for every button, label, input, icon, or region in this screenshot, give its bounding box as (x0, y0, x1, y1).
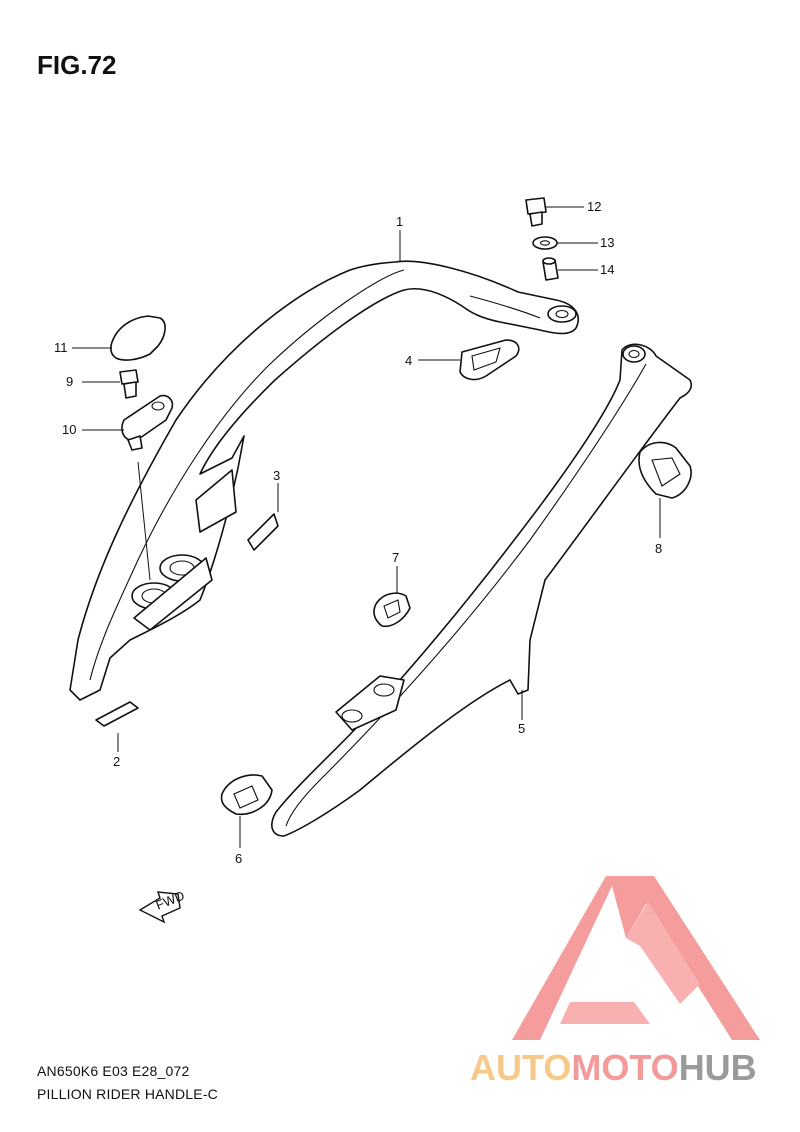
callout-numbers: 1 2 3 4 5 6 7 8 9 10 11 12 13 14 (54, 199, 662, 866)
callout-14: 14 (600, 262, 614, 277)
callout-1: 1 (396, 214, 403, 229)
pillion-handle-right (271, 343, 693, 837)
callout-5: 5 (518, 721, 525, 736)
cushion-part-4 (459, 339, 520, 381)
diagram-caption: PILLION RIDER HANDLE-C (37, 1086, 218, 1102)
cushion-part-7 (373, 592, 411, 628)
collar-part-14 (542, 257, 559, 281)
callout-11: 11 (54, 340, 68, 355)
cushion-part-8 (638, 441, 692, 499)
watermark-moto: MOTO (571, 1047, 678, 1088)
cushion-part-6 (220, 774, 273, 815)
bolt-part-9 (119, 369, 139, 399)
watermark-auto: AUTO (470, 1047, 571, 1088)
callout-3: 3 (273, 468, 280, 483)
callout-7: 7 (392, 550, 399, 565)
callout-10: 10 (62, 422, 76, 437)
callout-6: 6 (235, 851, 242, 866)
watermark-logo-icon (512, 876, 760, 1040)
watermark-text: AUTOMOTOHUB (470, 1047, 757, 1088)
cap-part (110, 315, 166, 361)
figure-title: FIG.72 (37, 50, 117, 80)
callout-8: 8 (655, 541, 662, 556)
model-code: AN650K6 E03 E28_072 (37, 1063, 190, 1079)
watermark-hub: HUB (679, 1047, 757, 1088)
bolt-part-12 (525, 197, 547, 227)
fwd-arrow-icon (138, 891, 181, 924)
pillion-handle-left (69, 260, 580, 701)
leader-lines (72, 206, 661, 848)
washer-part-13 (532, 236, 558, 250)
rubber-part-2 (95, 701, 139, 727)
rubber-part-3 (247, 513, 279, 551)
callout-9: 9 (66, 374, 73, 389)
callout-12: 12 (587, 199, 601, 214)
callout-2: 2 (113, 754, 120, 769)
callout-4: 4 (405, 353, 412, 368)
bracket-part-10 (121, 394, 174, 451)
callout-13: 13 (600, 235, 614, 250)
